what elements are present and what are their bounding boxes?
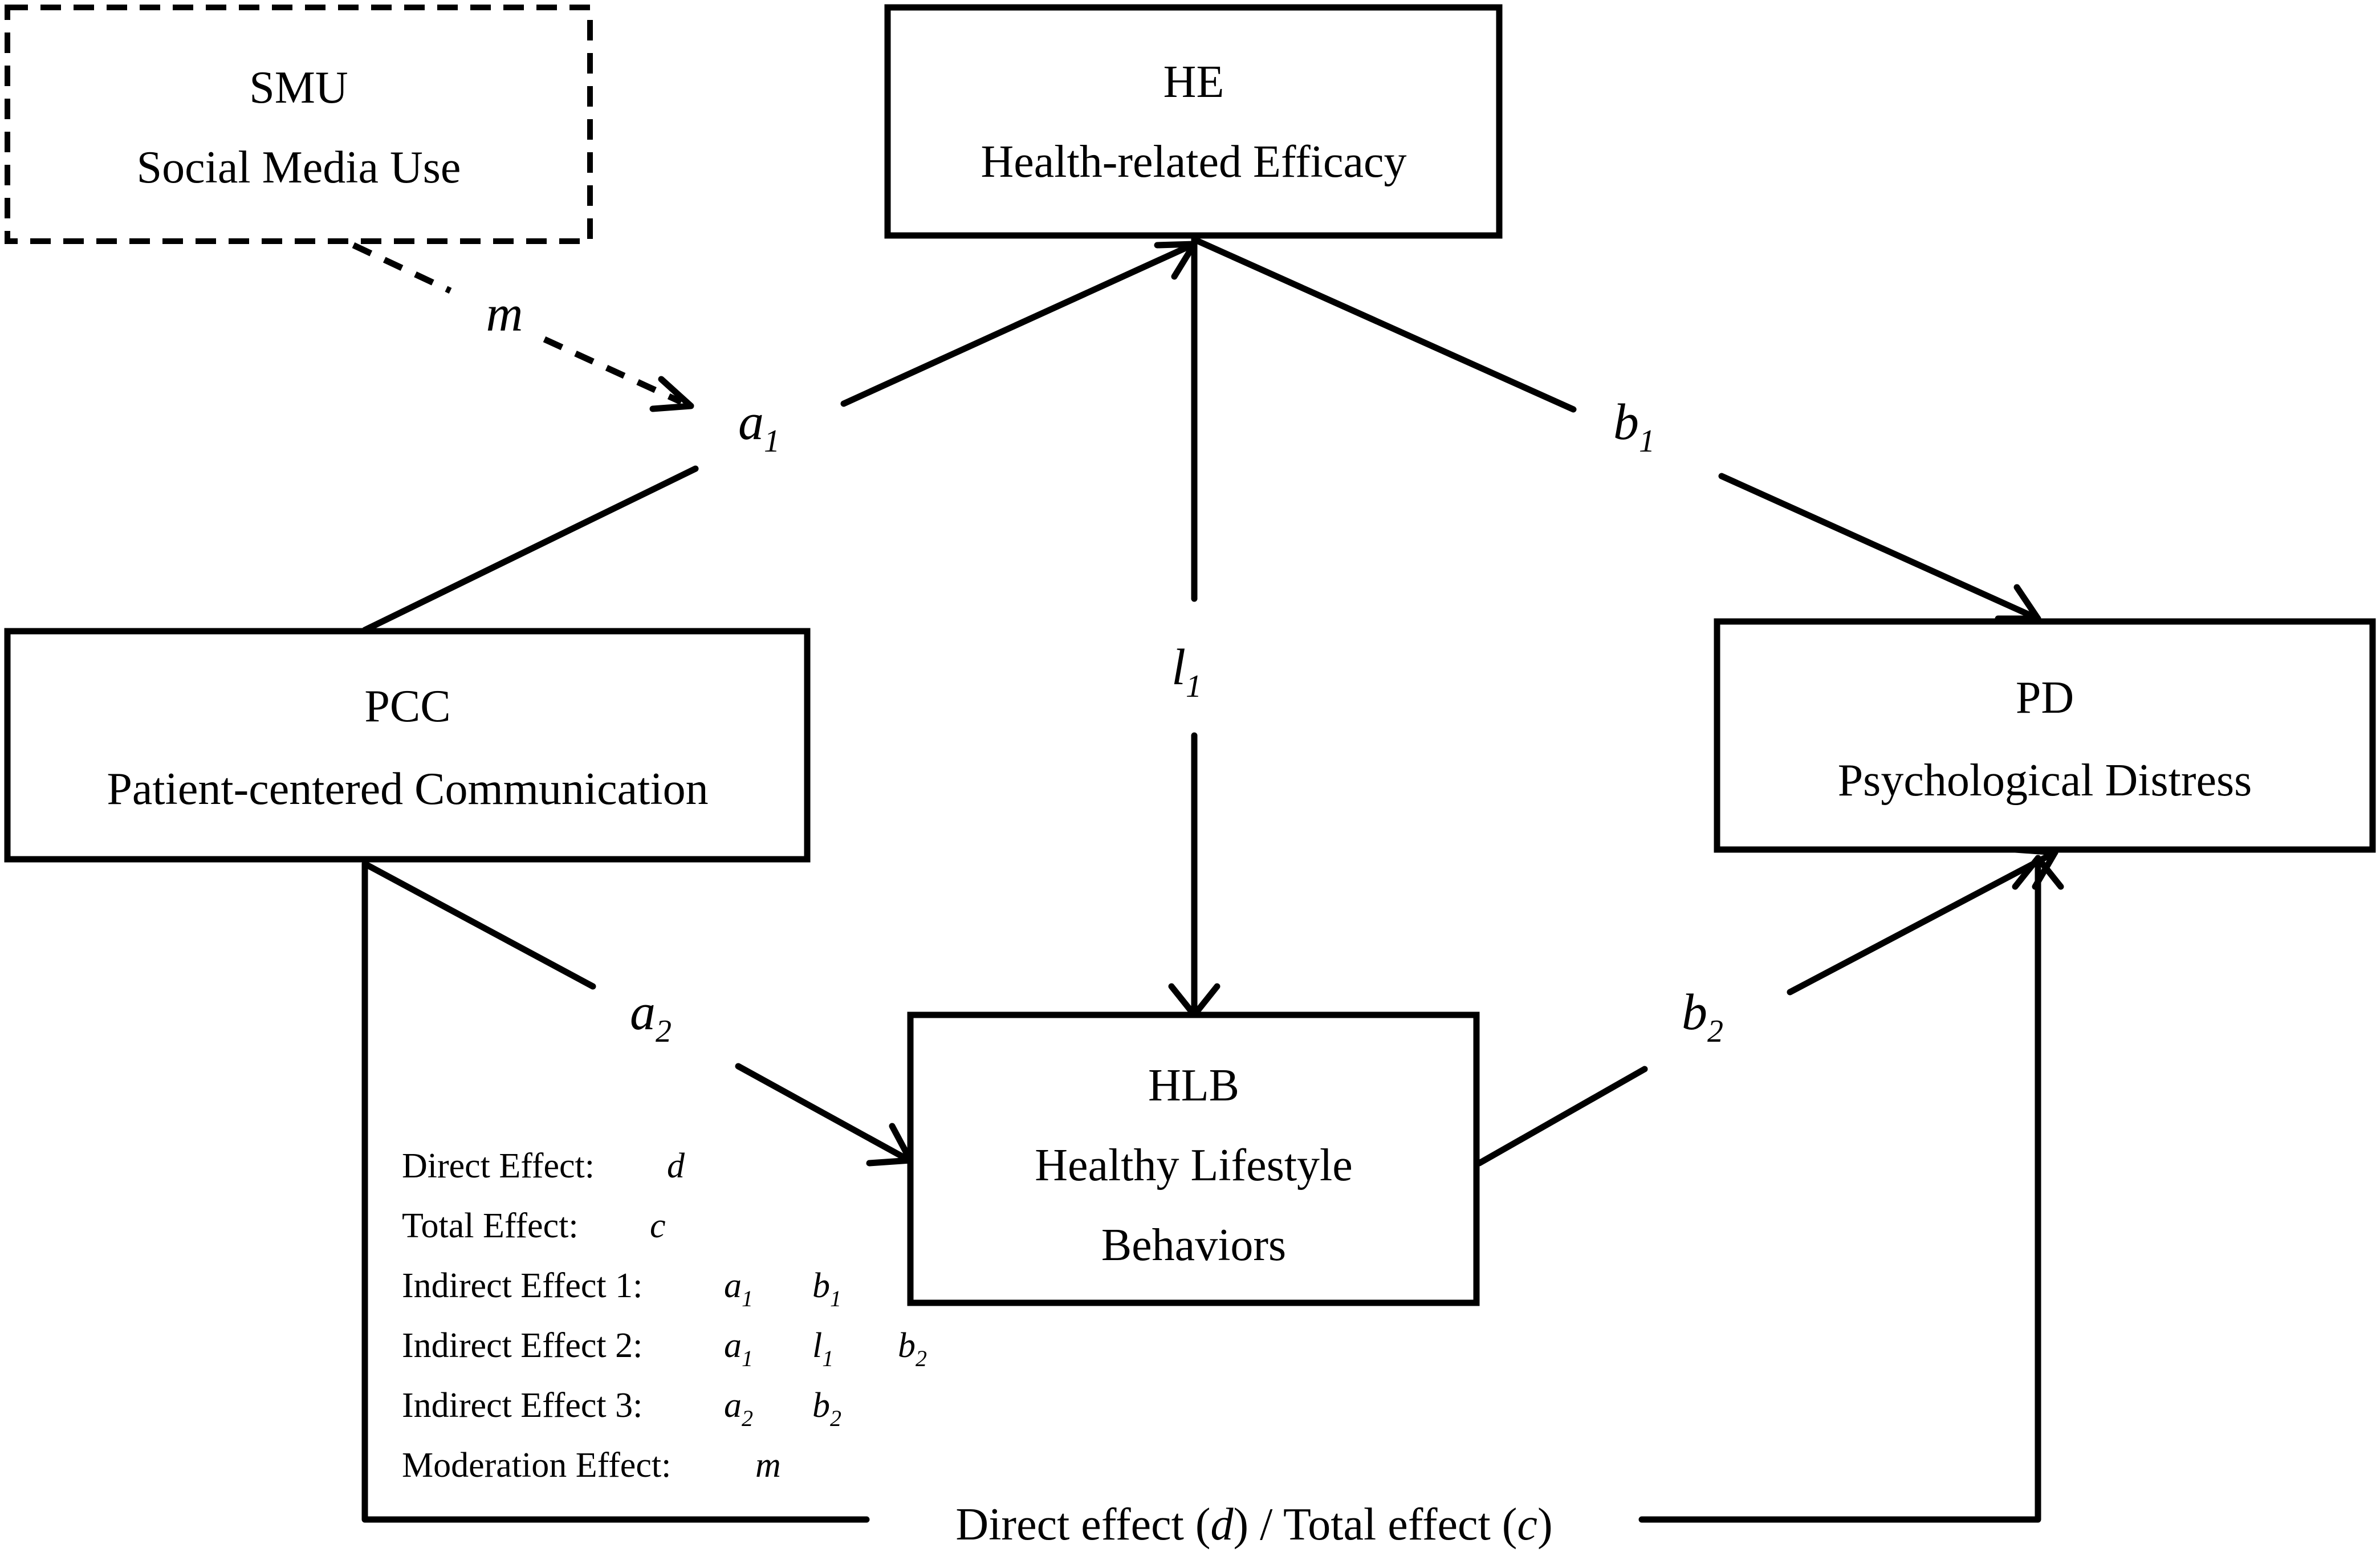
legend-indirect-2: Indirect Effect 2: a1 l1 b2	[402, 1326, 927, 1371]
node-smu-abbr: SMU	[249, 63, 348, 113]
node-pcc-name: Patient-centered Communication	[107, 764, 708, 814]
node-hlb: HLB Healthy Lifestyle Behaviors	[907, 1011, 1480, 1306]
edge-pcc-hlb	[361, 860, 914, 1167]
legend-indirect-1: Indirect Effect 1: a1 b1	[402, 1266, 841, 1311]
node-he-name: Health-related Efficacy	[981, 137, 1407, 187]
node-hlb-abbr: HLB	[1148, 1061, 1239, 1111]
edge-pcc-pd-direct	[361, 855, 2064, 1523]
node-pcc: PCC Patient-centered Communication	[4, 628, 811, 863]
edge-smu-moderation	[352, 242, 694, 412]
effects-legend: Direct Effect: d Total Effect: c Indirec…	[402, 1147, 927, 1485]
direct-total-effect-label: Direct effect (d) / Total effect (c)	[955, 1500, 1552, 1550]
path-label-b1: b1	[1613, 394, 1655, 459]
node-he-abbr: HE	[1163, 57, 1224, 107]
node-smu: SMU Social Media Use	[5, 5, 593, 244]
node-hlb-name-line2: Behaviors	[1101, 1220, 1286, 1270]
edge-he-hlb	[1168, 236, 1220, 1018]
node-pd-name: Psychological Distress	[1838, 755, 2252, 806]
node-he: HE Health-related Efficacy	[884, 4, 1503, 239]
legend-moderation: Moderation Effect: m	[402, 1446, 781, 1485]
path-label-b2: b2	[1682, 984, 1723, 1049]
path-label-l1: l1	[1171, 639, 1202, 704]
path-label-a1: a1	[738, 394, 780, 459]
legend-indirect-3: Indirect Effect 3: a2 b2	[402, 1386, 841, 1431]
edge-hlb-pd	[1476, 846, 2058, 1167]
node-hlb-name-line1: Healthy Lifestyle	[1035, 1140, 1353, 1191]
path-label-a2: a2	[630, 984, 672, 1049]
edge-he-pd	[1191, 236, 2041, 622]
node-pd: PD Psychological Distress	[1714, 618, 2376, 853]
path-label-m: m	[486, 286, 523, 342]
node-smu-name: Social Media Use	[137, 143, 461, 193]
node-pd-abbr: PD	[2016, 673, 2074, 723]
legend-total: Total Effect: c	[402, 1206, 666, 1245]
legend-direct: Direct Effect: d	[402, 1147, 685, 1185]
node-pcc-abbr: PCC	[364, 681, 450, 732]
